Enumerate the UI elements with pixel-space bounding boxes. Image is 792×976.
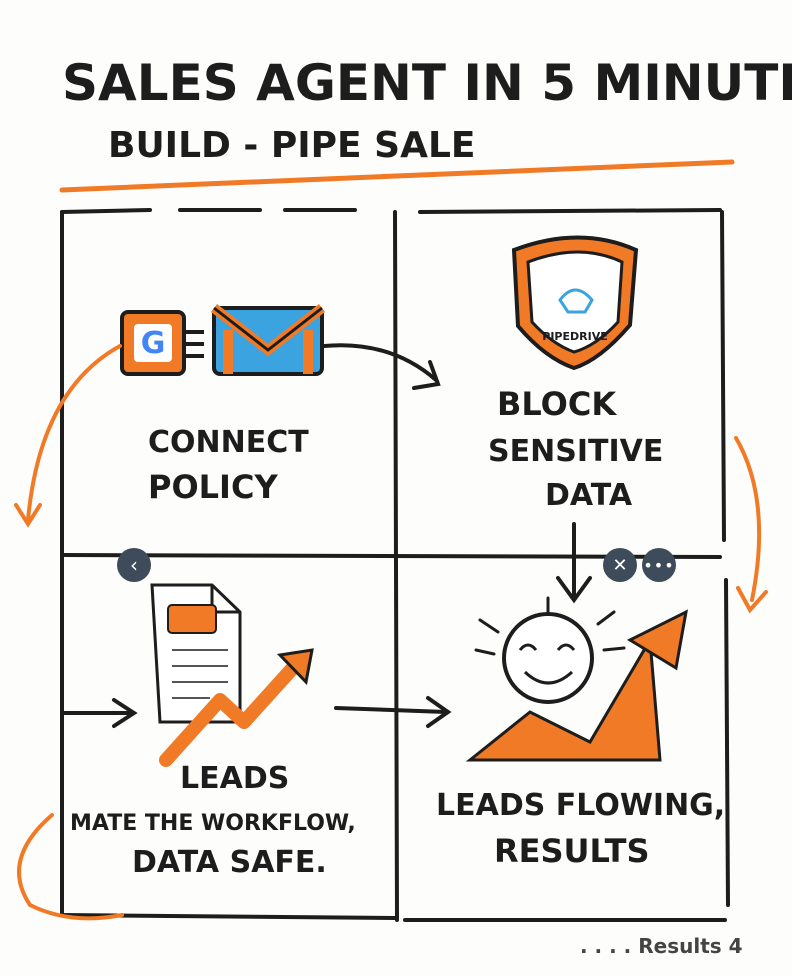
close-button[interactable]: ✕ [603,548,637,582]
block-label: BLOCK [497,385,617,423]
sensitive-label: SENSITIVE [488,434,663,469]
loop-arrow-bottom [17,813,124,921]
connect-label: CONNECT [148,425,309,460]
data-label: DATA [545,478,633,513]
workflow-label: MATE THE WORKFLOW, [70,811,356,836]
close-icon: ✕ [612,554,628,576]
footer-caption: . . . . Results 4 [580,934,743,958]
results-arrow [334,706,448,714]
google-letter: G [141,326,166,361]
growth-arrow [159,653,307,767]
connect-arrow [322,343,438,382]
google-icon: G [120,310,204,376]
pipedrive-shield-icon: PIPEDRIVE [511,235,639,371]
results-chart-area [465,635,662,762]
loop-arrow-right [734,436,762,602]
gmail-icon [210,304,326,376]
document-icon [150,583,242,724]
page-subtitle: BUILD - PIPE SALE [108,125,476,166]
more-options-button[interactable]: ••• [642,548,676,582]
leads-label: LEADS [180,761,289,796]
loop-arrow-left [26,344,122,522]
policy-label: POLICY [148,468,278,506]
smiley-face-icon [474,596,626,704]
data-safe-label: DATA SAFE. [132,845,327,880]
pipedrive-badge-text: PIPEDRIVE [542,330,607,343]
more-icon: ••• [643,555,675,575]
leads-flowing-label: LEADS FLOWING, [436,788,725,823]
results-label: RESULTS [494,832,650,870]
chevron-left-icon: ‹ [130,553,138,577]
previous-button[interactable]: ‹ [117,548,151,582]
page-title: SALES AGENT IN 5 MINUTES [62,54,792,112]
title-underline [59,159,735,193]
